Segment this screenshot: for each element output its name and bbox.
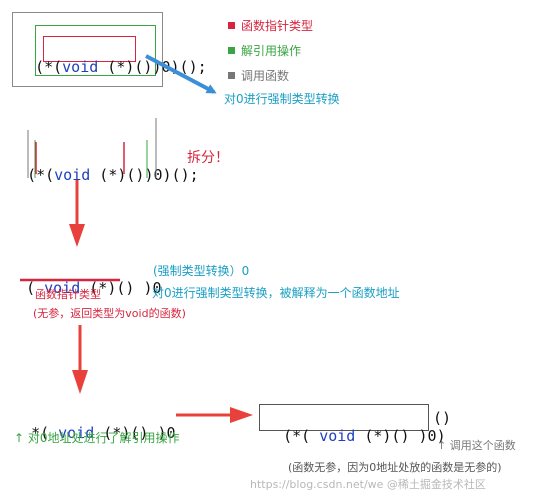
legend-square-icon bbox=[228, 47, 235, 54]
down-arrow-1-head bbox=[69, 224, 85, 247]
split-label: 拆分！ bbox=[187, 150, 229, 166]
call-expr-keyword: void bbox=[319, 427, 356, 445]
call-expr-rest: (*)() )0) bbox=[355, 427, 446, 445]
split-expr-part1: (*( bbox=[27, 166, 55, 184]
cast-tag: (强制类型转换）0 bbox=[153, 264, 250, 278]
deref-box bbox=[35, 25, 156, 76]
cast-expression: ( void (*)() )0 bbox=[8, 261, 162, 297]
call-expression: (*( void (*)() )0) bbox=[265, 409, 446, 445]
split-expr-part2: (*)() bbox=[90, 166, 145, 184]
top-expr-part3: )0 bbox=[152, 58, 171, 76]
top-expr-keyword: void bbox=[62, 58, 99, 76]
deref-expr-rest: (*)() )0 bbox=[94, 424, 176, 442]
top-expr-part4: )(); bbox=[170, 58, 207, 76]
cast-explanation: 对0进行强制类型转换，被解释为一个函数地址 bbox=[152, 286, 400, 300]
call-expression-box bbox=[259, 404, 429, 431]
split-expr-part4: )(); bbox=[162, 166, 199, 184]
function-pointer-type-description: (无参，返回类型为void的函数) bbox=[33, 307, 186, 320]
call-note: ↑ 调用这个函数 bbox=[437, 439, 516, 452]
legend-label: 函数指针类型 bbox=[241, 19, 314, 33]
watermark: https://blog.csdn.net/we @稀土掘金技术社区 bbox=[250, 478, 486, 491]
call-description: (函数无参，因为0地址处放的函数是无参的) bbox=[288, 461, 502, 474]
call-parentheses: () bbox=[433, 409, 452, 427]
legend-square-icon bbox=[228, 72, 235, 79]
outer-call-box bbox=[12, 12, 163, 87]
split-expr-part3: )0 bbox=[144, 166, 163, 184]
deref-note: ↑ 对0地址处进行了解引用操作 bbox=[14, 431, 180, 445]
legend-square-icon bbox=[228, 22, 235, 29]
cast-expr-keyword: void bbox=[44, 279, 81, 297]
top-expression: (*(void (*)())0)(); bbox=[17, 40, 207, 76]
function-pointer-type-label: 函数指针类型 bbox=[35, 288, 101, 301]
top-expr-part1: (*( bbox=[35, 58, 63, 76]
deref-expr-prefix: *( bbox=[31, 424, 59, 442]
legend-item-function-pointer: 函数指针类型 bbox=[228, 14, 313, 39]
cast-note: 对0进行强制类型转换 bbox=[224, 92, 340, 106]
legend: 函数指针类型 解引用操作 调用函数 bbox=[228, 14, 313, 89]
split-expression: (*(void (*)())0)(); bbox=[9, 148, 199, 184]
cast-expr-close: )0 bbox=[143, 279, 162, 297]
legend-item-dereference: 解引用操作 bbox=[228, 39, 313, 64]
deref-expr-keyword: void bbox=[58, 424, 95, 442]
right-arrow-head bbox=[230, 407, 253, 423]
down-arrow-2-head bbox=[72, 370, 88, 394]
legend-label: 调用函数 bbox=[241, 69, 290, 83]
top-expr-part2: (*)() bbox=[98, 58, 153, 76]
cast-expr-rest: (*)() bbox=[80, 279, 144, 297]
legend-item-call-function: 调用函数 bbox=[228, 64, 313, 89]
function-pointer-type-box bbox=[43, 36, 136, 62]
deref-expression: *( void (*)() )0 bbox=[13, 406, 176, 442]
call-expr-prefix: (*( bbox=[283, 427, 320, 445]
legend-label: 解引用操作 bbox=[241, 44, 302, 58]
cast-expr-open: ( bbox=[26, 279, 45, 297]
split-expr-keyword: void bbox=[54, 166, 91, 184]
